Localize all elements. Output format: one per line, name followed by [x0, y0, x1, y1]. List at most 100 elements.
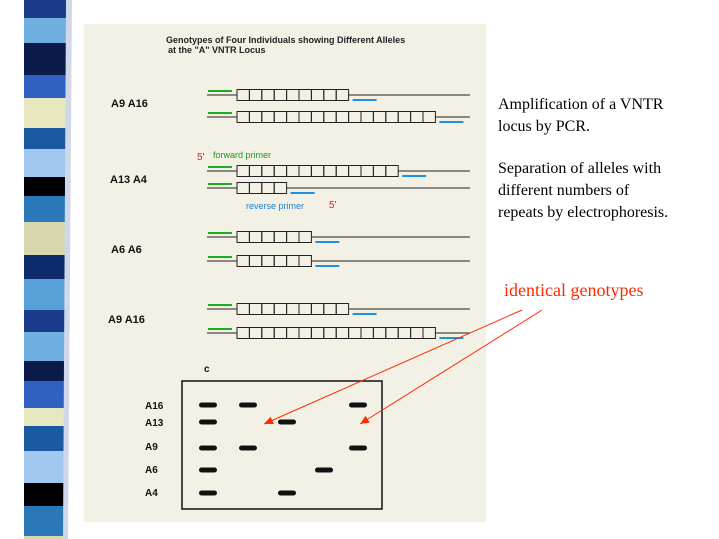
repeat-unit [348, 165, 362, 177]
decorative-stripe [0, 0, 80, 539]
repeat-unit [286, 231, 300, 243]
repeat-unit [236, 165, 250, 177]
repeat-unit [298, 231, 312, 243]
gel-lane-a13: A13 [145, 418, 164, 429]
repeat-unit [298, 111, 312, 123]
stripe-block [24, 483, 66, 506]
gel-lane-a16: A16 [145, 401, 164, 412]
repeat-unit [360, 165, 374, 177]
repeat-unit [298, 255, 312, 267]
repeat-unit [248, 303, 263, 315]
repeat-unit [323, 165, 337, 177]
gel-band [239, 402, 257, 408]
repeat-unit [273, 111, 288, 123]
gel-band [199, 402, 217, 408]
allele-top-3 [207, 231, 470, 243]
repeat-unit [323, 89, 337, 101]
stripe-shadow [63, 0, 72, 539]
callout-arrows [263, 309, 543, 425]
arrowhead [264, 416, 274, 425]
repeat-unit [397, 111, 412, 123]
repeat-unit [298, 165, 312, 177]
repeat-unit [335, 327, 350, 339]
gel-lane-a9: A9 [145, 442, 158, 453]
repeat-unit [323, 327, 337, 339]
gel-control-label: c [204, 364, 210, 375]
repeat-unit [261, 165, 275, 177]
repeat-unit [310, 89, 325, 101]
repeat-unit [248, 231, 263, 243]
repeat-unit [261, 303, 275, 315]
gel-outline [181, 380, 383, 510]
allele-bottom-1 [207, 111, 470, 123]
gel-band [239, 445, 257, 451]
repeat-unit [261, 231, 275, 243]
identical-genotypes-callout: identical genotypes [504, 280, 644, 300]
gel-lane-a4: A4 [145, 488, 158, 499]
stripe-block [24, 149, 66, 177]
stripe-block [24, 279, 66, 310]
gel-band [349, 445, 367, 451]
repeat-unit [372, 165, 387, 177]
gel-band [199, 419, 217, 425]
stripe-block [24, 43, 66, 75]
stripe-block [24, 0, 66, 18]
stripe-block [24, 408, 66, 426]
allele-bottom-4 [207, 327, 470, 339]
repeat-unit [372, 327, 387, 339]
stripe-block [24, 196, 66, 222]
repeat-unit [410, 327, 424, 339]
stripe-block [24, 222, 66, 255]
genotype-label-1: A9 A16 [111, 98, 148, 110]
arrow-line [359, 309, 543, 425]
repeat-unit [286, 111, 300, 123]
stripe-block [24, 506, 66, 536]
repeat-unit [310, 111, 325, 123]
genotype-label-2: A13 A4 [110, 174, 147, 186]
repeat-unit [360, 111, 374, 123]
para1-line2: locus by PCR. [498, 118, 591, 135]
repeat-unit [236, 255, 250, 267]
repeat-unit [236, 111, 250, 123]
repeat-unit [335, 165, 350, 177]
repeat-unit [273, 231, 288, 243]
repeat-unit [385, 111, 399, 123]
stripe-block [24, 98, 66, 128]
repeat-unit [273, 303, 288, 315]
para1-line1: Amplification of a VNTR [498, 96, 664, 113]
allele-bottom-2 [207, 182, 470, 194]
genotype-label-4: A9 A16 [108, 314, 145, 326]
repeat-unit [261, 255, 275, 267]
repeat-unit [248, 89, 263, 101]
repeat-unit [323, 111, 337, 123]
repeat-unit [286, 89, 300, 101]
five-prime-reverse: 5' [329, 200, 337, 211]
repeat-unit [248, 182, 263, 194]
gel-band [199, 490, 217, 496]
gel-band [199, 467, 217, 473]
gel-band [349, 402, 367, 408]
repeat-unit [410, 111, 424, 123]
repeat-unit [236, 231, 250, 243]
repeat-unit [335, 303, 350, 315]
repeat-unit [335, 111, 350, 123]
repeat-unit [261, 111, 275, 123]
arrowhead [360, 415, 370, 424]
repeat-unit [348, 327, 362, 339]
stripe-block [24, 255, 66, 279]
stripe-block [24, 18, 66, 43]
repeat-unit [286, 165, 300, 177]
repeat-unit [310, 327, 325, 339]
repeat-unit [273, 255, 288, 267]
repeat-unit [236, 327, 250, 339]
repeat-unit [310, 165, 325, 177]
repeat-unit [385, 327, 399, 339]
gel [181, 380, 383, 510]
repeat-unit [273, 182, 288, 194]
para2-line3: repeats by electrophoresis. [498, 204, 669, 221]
repeat-unit [422, 327, 436, 339]
stripe-block [24, 361, 66, 381]
stripe-block [24, 332, 66, 361]
repeat-unit [372, 111, 387, 123]
